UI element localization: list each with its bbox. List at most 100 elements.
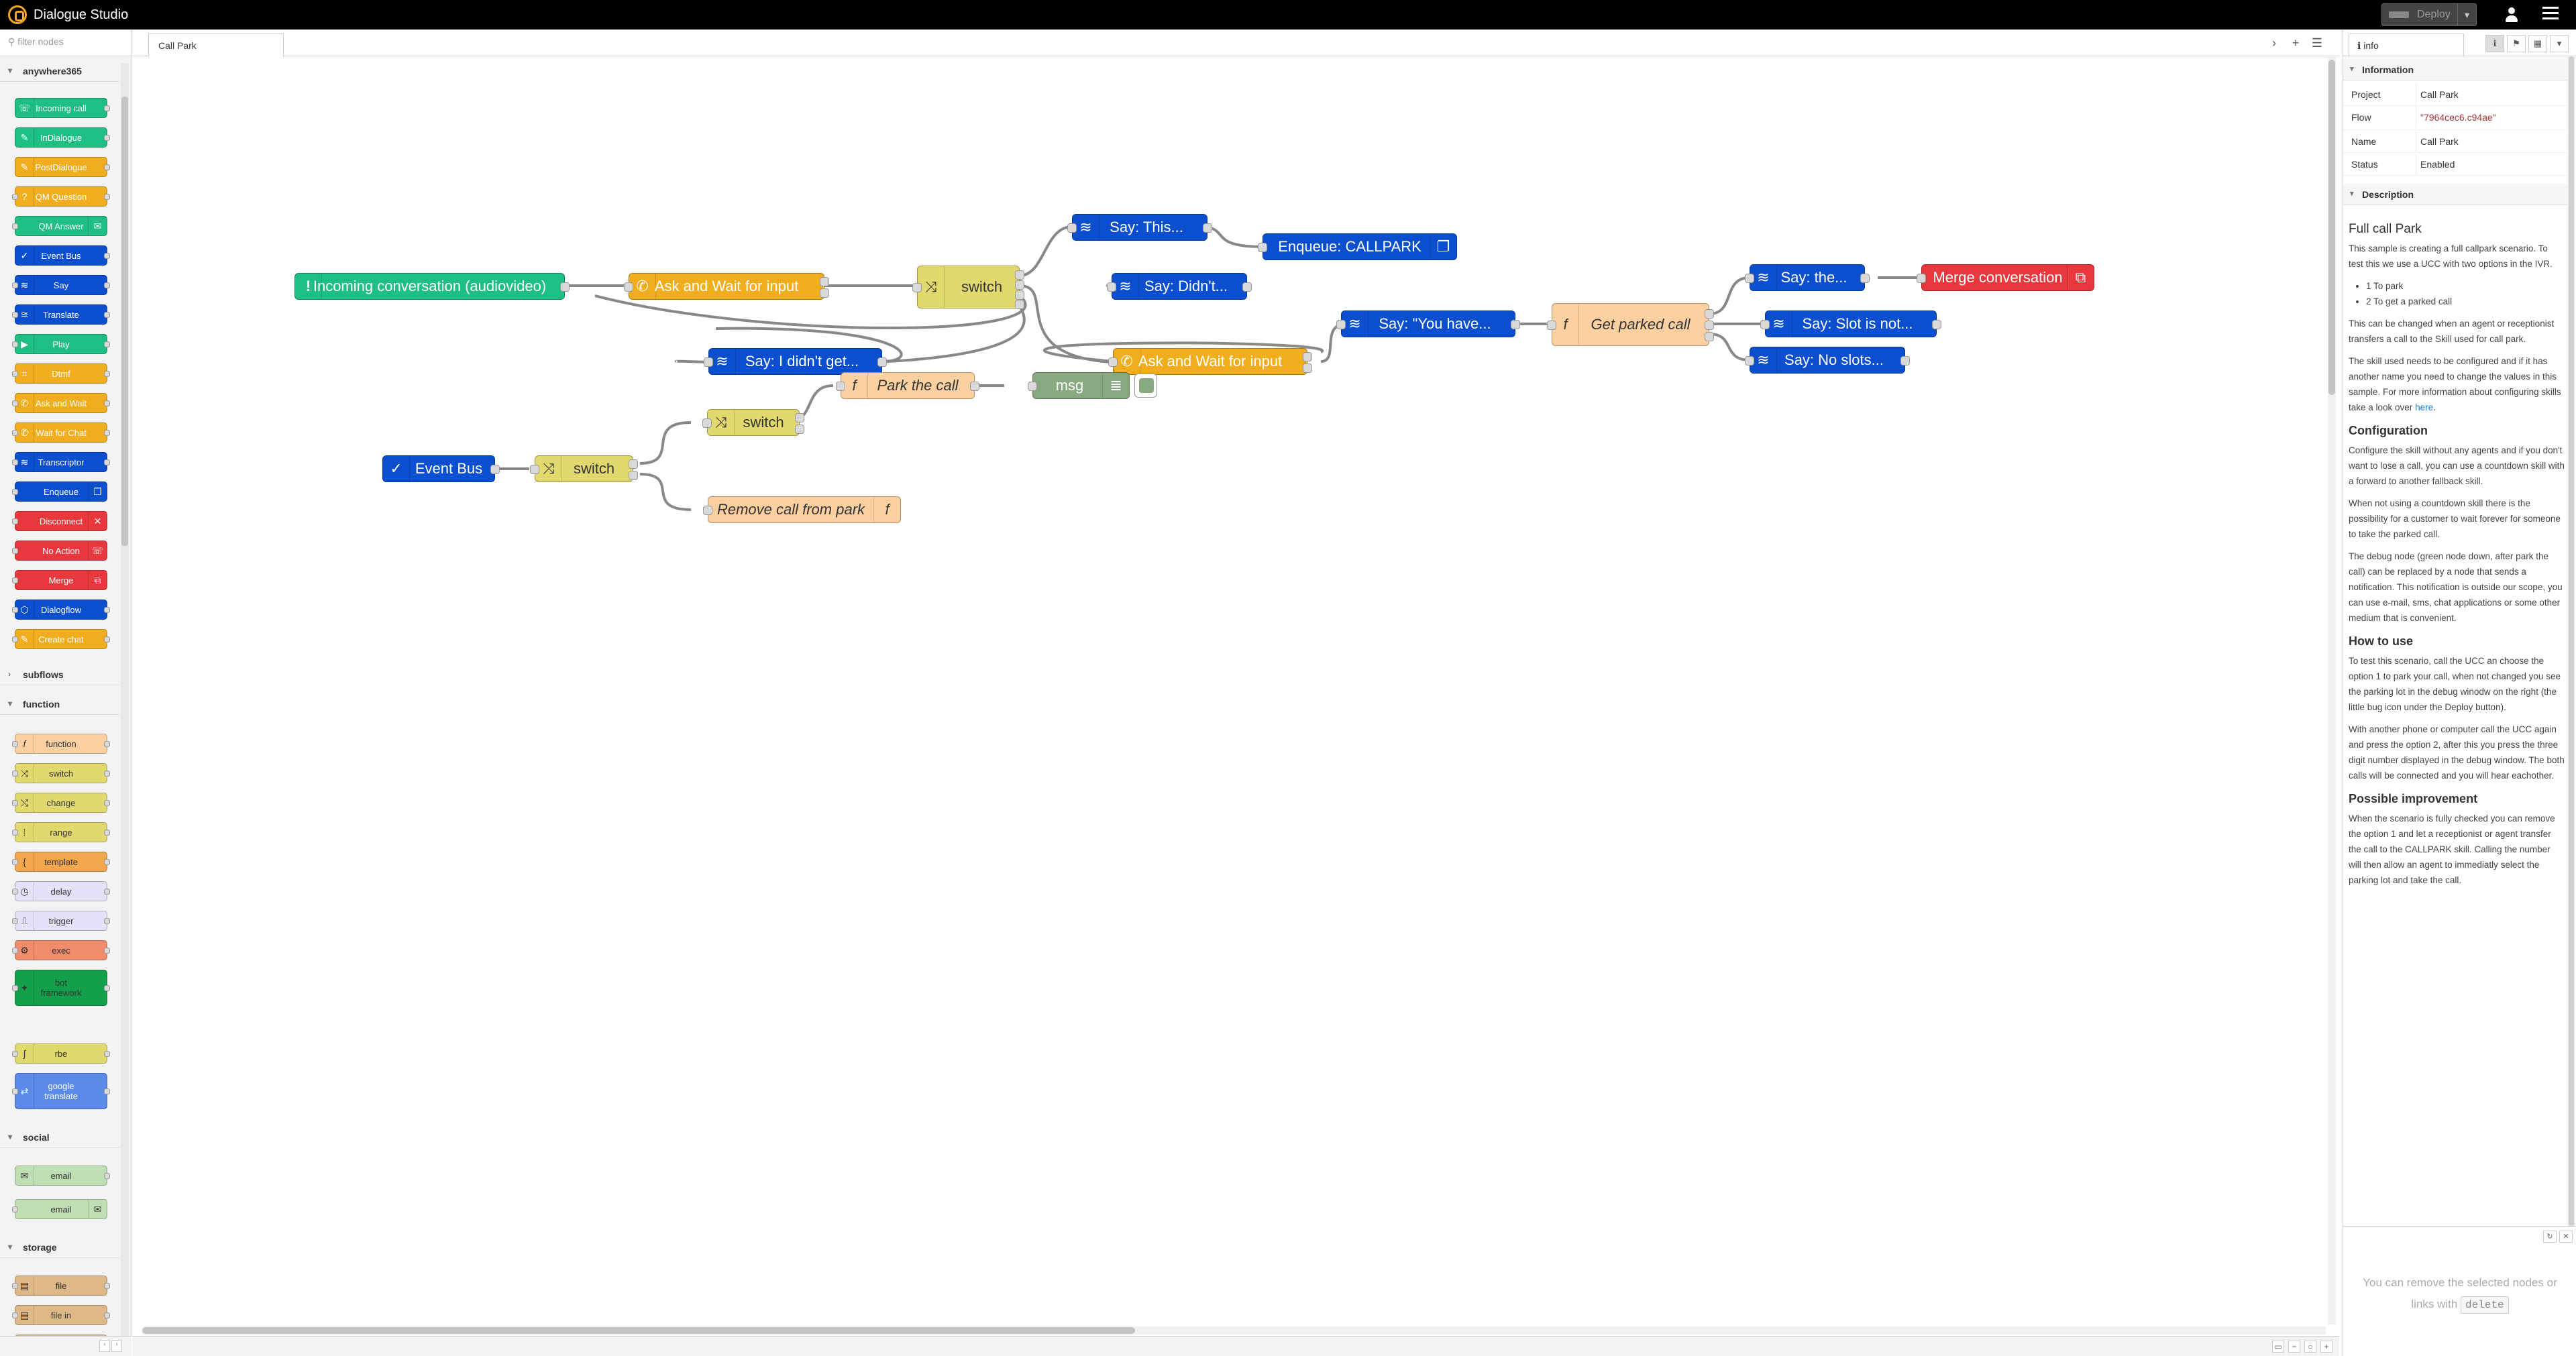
palette-node-switch[interactable]: ⤨switch — [12, 763, 110, 783]
description-list-item: 1 To park — [2366, 278, 2565, 294]
node-switch-3[interactable]: ⤨switch — [702, 409, 804, 436]
palette-node-label: Translate — [43, 309, 79, 320]
sidebar-menu-caret-icon[interactable]: ▾ — [2550, 35, 2569, 52]
node-say-slot-is-not[interactable]: ≋Say: Slot is not... — [1760, 310, 1941, 337]
palette-scrollbar-thumb[interactable] — [121, 97, 128, 546]
palette-node-change[interactable]: ⤭change — [12, 793, 110, 813]
palette-node-dialogflow[interactable]: ⬡Dialogflow — [12, 600, 110, 620]
palette-node-label: Transcriptor — [38, 457, 85, 467]
palette-node-file-in[interactable]: ▤file in — [12, 1305, 110, 1325]
node-say-didnt[interactable]: ≋Say: Didn't... — [1107, 273, 1252, 300]
palette-category-anywhere365[interactable]: ▾anywhere365 — [0, 60, 119, 82]
node-ask-and-wait-1[interactable]: ✆Ask and Wait for input — [624, 273, 829, 300]
zoom-out-icon[interactable]: − — [2288, 1341, 2300, 1353]
palette-node-exec[interactable]: ⚙exec — [12, 940, 110, 960]
zoom-in-icon[interactable]: + — [2320, 1341, 2332, 1353]
node-switch-1[interactable]: ⤨switch — [912, 266, 1024, 309]
palette-category-function[interactable]: ▾function — [0, 693, 119, 715]
node-say-i-didnt-get[interactable]: ≋Say: I didn't get... — [704, 348, 887, 375]
skills-help-link[interactable]: here — [2415, 402, 2434, 412]
sidebar-tab-info[interactable]: ℹ info — [2349, 34, 2464, 57]
zoom-reset-icon[interactable]: ○ — [2304, 1341, 2316, 1353]
node-say-the[interactable]: ≋Say: the... — [1745, 264, 1870, 291]
hamburger-menu-icon[interactable] — [2542, 7, 2559, 21]
sidebar-scrollbar[interactable] — [2567, 56, 2575, 1237]
palette-node-delay[interactable]: ◷delay — [12, 881, 110, 901]
palette-node-range[interactable]: ⁞range — [12, 822, 110, 842]
debug-tab-icon[interactable]: ⚑ — [2507, 35, 2526, 52]
sidebar-scrollbar-thumb[interactable] — [2569, 56, 2574, 1237]
palette-collapse-all-button[interactable]: ‹ — [99, 1340, 110, 1352]
palette-node-disconnect[interactable]: Disconnect✕ — [12, 511, 107, 531]
refresh-tip-icon[interactable]: ↻ — [2543, 1231, 2557, 1243]
palette-node-incoming-call[interactable]: ☏Incoming call — [15, 98, 110, 118]
palette-node-postdialogue[interactable]: ✎PostDialogue — [15, 157, 110, 177]
tab-list-icon[interactable]: ☰ — [2311, 36, 2323, 50]
palette-node-translate[interactable]: ≋Translate — [12, 304, 110, 325]
canvas-horizontal-scrollbar-thumb[interactable] — [142, 1327, 1135, 1334]
tab-call-park[interactable]: Call Park — [148, 34, 284, 57]
palette-expand-all-button[interactable]: › — [111, 1340, 122, 1352]
palette-node-dtmf[interactable]: ⌗Dtmf — [12, 363, 110, 384]
palette-node-trigger[interactable]: ⎍trigger — [12, 911, 110, 931]
navigator-icon[interactable]: ▭ — [2272, 1341, 2284, 1353]
palette-category-subflows[interactable]: ›subflows — [0, 664, 119, 685]
canvas-horizontal-scrollbar[interactable] — [142, 1326, 2326, 1335]
node-say-no-slots[interactable]: ≋Say: No slots... — [1745, 347, 1910, 374]
deploy-button[interactable]: Deploy ▾ — [2381, 3, 2477, 26]
palette-node-file[interactable]: ▤file — [12, 1276, 110, 1296]
palette-node-email-out[interactable]: email✉ — [12, 1199, 107, 1219]
palette-node-wait-for-chat[interactable]: ✆Wait for Chat — [12, 422, 110, 443]
node-switch-2[interactable]: ⤨switch — [530, 455, 638, 482]
palette-category-social[interactable]: ▾social — [0, 1127, 119, 1148]
node-label: Say: Slot is not... — [1802, 315, 1913, 332]
user-icon[interactable] — [2502, 5, 2521, 24]
close-tip-icon[interactable]: ✕ — [2559, 1231, 2573, 1243]
template-icon: { — [15, 852, 34, 871]
palette-category-storage[interactable]: ▾storage — [0, 1237, 119, 1258]
palette-scrollbar[interactable] — [121, 63, 129, 1351]
palette-node-event-bus[interactable]: ✓Event Bus — [15, 245, 110, 266]
debug-toggle-button[interactable] — [1134, 374, 1157, 398]
palette-node-qm-answer[interactable]: QM Answer✉ — [12, 216, 107, 236]
palette-node-create-chat[interactable]: ✎Create chat — [12, 629, 110, 649]
node-say-you-have[interactable]: ≋Say: "You have... — [1336, 310, 1520, 337]
node-ask-and-wait-2[interactable]: ✆Ask and Wait for input — [1108, 348, 1312, 375]
palette-node-play[interactable]: ▶Play — [12, 334, 110, 354]
palette-node-template[interactable]: {template — [12, 852, 110, 872]
palette-node-qm-question[interactable]: ?QM Question — [12, 186, 110, 207]
node-enqueue-callpark[interactable]: Enqueue: CALLPARK❐ — [1258, 233, 1457, 260]
deploy-menu-caret[interactable]: ▾ — [2457, 4, 2476, 25]
node-incoming-conversation[interactable]: !Incoming conversation (audiovideo) — [294, 273, 570, 300]
palette-node-email-in[interactable]: ✉email — [15, 1166, 110, 1186]
canvas-vertical-scrollbar-thumb[interactable] — [2328, 60, 2335, 395]
info-tab-icon[interactable]: ℹ — [2485, 35, 2504, 52]
palette-node-no-action[interactable]: No Action☏ — [12, 541, 107, 561]
flow-canvas[interactable]: !Incoming conversation (audiovideo) ✆Ask… — [132, 57, 2339, 1322]
prop-key: Name — [2351, 136, 2377, 147]
node-merge-conversation[interactable]: Merge conversation⧉ — [1917, 264, 2094, 291]
node-debug-msg[interactable]: msg≣ — [1028, 372, 1130, 399]
palette-node-say[interactable]: ≋Say — [12, 275, 110, 295]
add-tab-icon[interactable]: + — [2292, 36, 2300, 50]
tab-scroll-right-icon[interactable]: › — [2272, 36, 2276, 50]
node-say-this[interactable]: ≋Say: This... — [1067, 214, 1212, 241]
palette-node-merge[interactable]: Merge⧉ — [12, 570, 107, 590]
information-section-header[interactable]: ▾Information — [2343, 59, 2567, 80]
dashboard-tab-icon[interactable]: ▦ — [2528, 35, 2547, 52]
palette-node-rbe[interactable]: ∫rbe — [12, 1043, 110, 1064]
node-event-bus[interactable]: ✓Event Bus — [382, 455, 500, 482]
palette-node-ask-and-wait[interactable]: ✆Ask and Wait — [12, 393, 110, 413]
description-section-header[interactable]: ▾Description — [2343, 184, 2567, 205]
palette-node-indialogue[interactable]: ✎InDialogue — [15, 127, 110, 148]
palette-filter-input[interactable]: ⚲ filter nodes — [0, 30, 131, 56]
palette-node-enqueue[interactable]: Enqueue❐ — [12, 482, 107, 502]
palette-node-transcriptor[interactable]: ≋Transcriptor — [12, 452, 110, 472]
canvas-vertical-scrollbar[interactable] — [2328, 57, 2336, 1324]
